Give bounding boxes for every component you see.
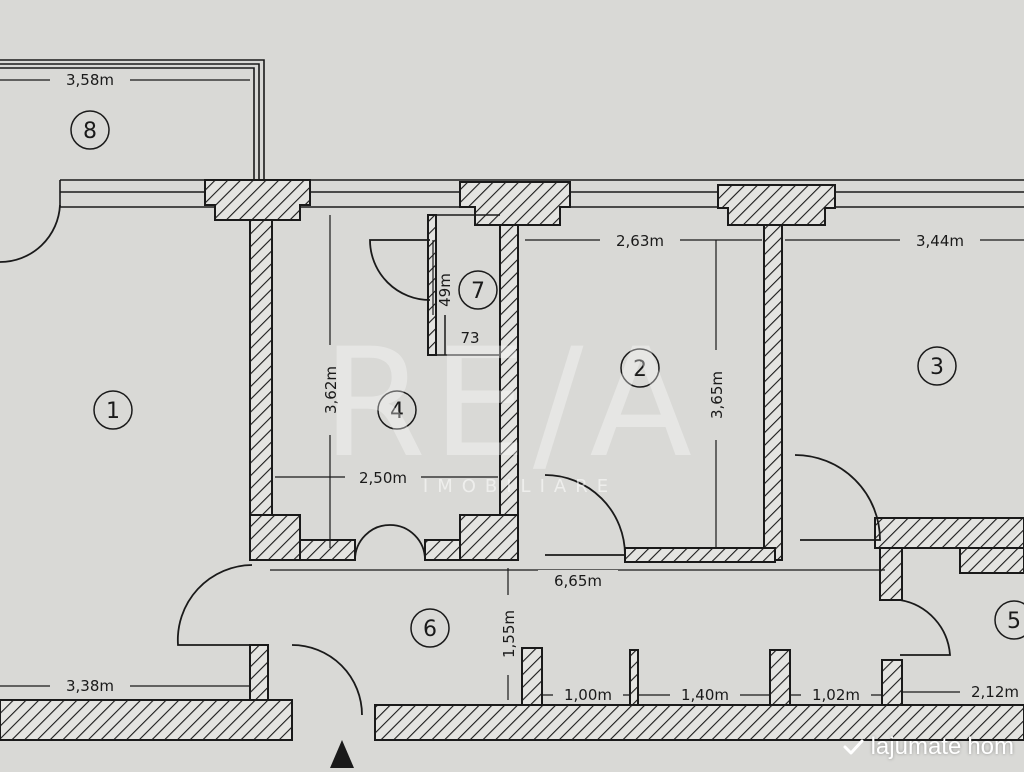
entrance-arrow-icon: [330, 740, 354, 768]
svg-text:4: 4: [390, 399, 404, 424]
dim-3-44: 3,44m: [916, 232, 964, 250]
svg-text:7: 7: [471, 279, 485, 304]
svg-text:2: 2: [633, 357, 647, 382]
dim-1-02: 1,02m: [812, 686, 860, 704]
svg-text:8: 8: [83, 119, 97, 144]
room-7: 7: [458, 270, 498, 310]
walls: [0, 179, 1024, 741]
dim-2-63: 2,63m: [616, 232, 664, 250]
svg-text:6: 6: [423, 617, 437, 642]
dim-1-00: 1,00m: [564, 686, 612, 704]
dim-6-65: 6,65m: [554, 572, 602, 590]
room-labels: 1 2 3 4 5 6 7 8: [70, 110, 1024, 648]
room-2: 2: [620, 348, 660, 388]
dim-3-65: 3,65m: [708, 371, 726, 419]
dim-73: 73: [460, 329, 479, 347]
svg-text:1: 1: [106, 399, 120, 424]
room-4: 4: [377, 390, 417, 430]
watermark-logo: RE/A: [322, 317, 698, 491]
room-1: 1: [93, 390, 133, 430]
room-3: 3: [917, 346, 957, 386]
dim-2-12: 2,12m: [971, 683, 1019, 701]
site-badge-suffix: hom: [967, 733, 1014, 760]
room-6: 6: [410, 608, 450, 648]
watermark: RE/A IMOBILIARE: [322, 317, 698, 497]
room-8: 8: [70, 110, 110, 150]
dim-1-55: 1,55m: [500, 610, 518, 658]
svg-text:5: 5: [1007, 609, 1021, 634]
dim-3-38: 3,38m: [66, 677, 114, 695]
svg-text:3: 3: [930, 355, 944, 380]
balcony-outline: [0, 59, 265, 185]
dim-3-62: 3,62m: [322, 366, 340, 414]
watermark-subtitle: IMOBILIARE: [423, 476, 617, 497]
room-5: 5: [994, 600, 1024, 640]
dim-1-40: 1,40m: [681, 686, 729, 704]
heart-check-icon: [843, 739, 864, 755]
door-swings: [0, 204, 951, 716]
dim-3-58: 3,58m: [66, 71, 114, 89]
dimension-labels: 3,58m 2,63m 3,44m 49m 73 3,62m 3,65m 2,5…: [50, 69, 1024, 704]
site-badge-text: lajumate: [870, 733, 962, 760]
dim-0-49: 49m: [436, 273, 454, 307]
dim-2-50: 2,50m: [359, 469, 407, 487]
partition-lines: [428, 214, 500, 356]
